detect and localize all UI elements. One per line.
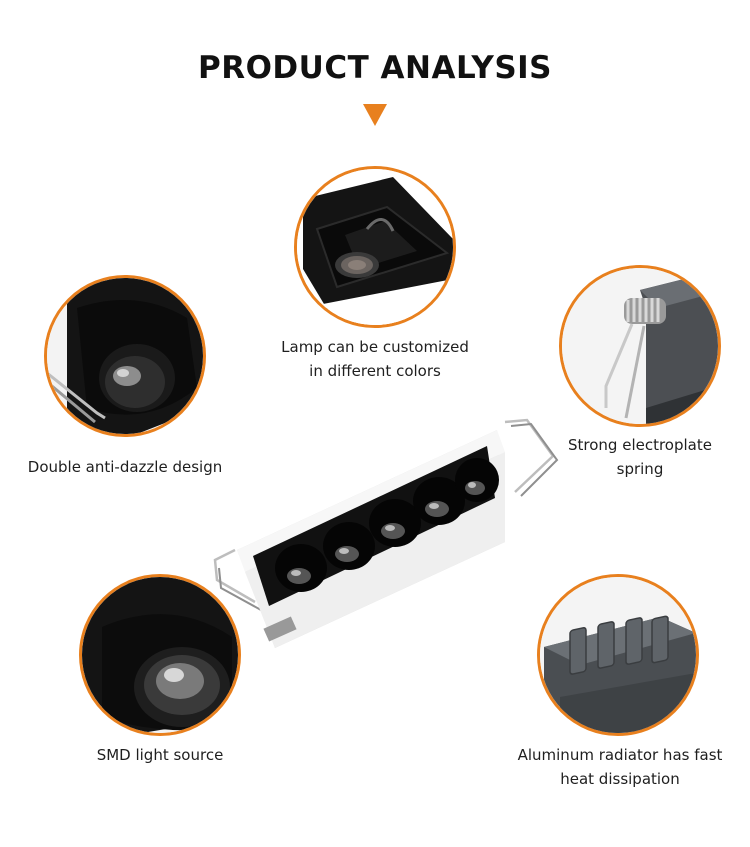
feature-caption-lamp-colors: Lamp can be customized in different colo… (281, 338, 469, 380)
down-arrow-icon (363, 104, 387, 126)
product-image (205, 410, 565, 650)
lamp-closeup-icon (294, 166, 456, 328)
page-title: PRODUCT ANALYSIS (197, 50, 553, 86)
feature-caption-spring: Strong electroplate spring (568, 436, 712, 478)
feature-caption-smd: SMD light source (96, 746, 224, 764)
spring-closeup-icon (559, 265, 721, 427)
feature-caption-radiator: Aluminum radiator has fast heat dissipat… (517, 746, 723, 788)
smd-closeup-icon (79, 574, 241, 736)
feature-caption-anti-dazzle: Double anti-dazzle design (27, 458, 223, 476)
anti-dazzle-closeup-icon (44, 275, 206, 437)
radiator-closeup-icon (537, 574, 699, 736)
